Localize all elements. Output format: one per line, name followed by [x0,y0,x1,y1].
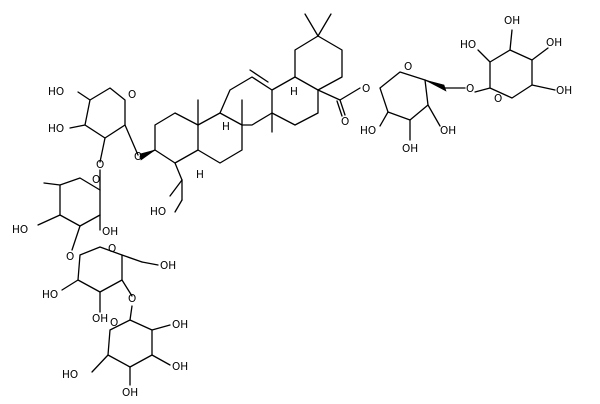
label-oh-xyl-top: HO [48,86,64,98]
label-o-rha-ring: O [92,174,100,186]
label-oh-glc1-ch2: OH [160,260,176,272]
label-o-glc3-ring: O [404,61,412,73]
label-oh-glc2-c: OH [122,387,138,399]
label-o-ester: O [362,83,370,95]
label-o-rha-link: O [96,159,104,171]
label-oh-rha: OH [102,226,118,238]
label-oh-glc4-ch2: OH [556,85,572,97]
label-h-c9: H [222,121,230,133]
label-o-glc1-link: O [66,251,74,263]
label-o-glc1-ring: O [108,243,116,255]
label-oh-glc4-a: OH [504,15,520,27]
label-oh-glc3-a: OH [402,143,418,155]
label-oh-glc1-low: OH [92,313,108,325]
label-ho-glc1: HO [42,289,58,301]
label-h-c18: H [290,86,298,98]
label-o-xyl-link: O [134,151,142,163]
label-oh-glc4-b: OH [546,37,562,49]
label-ho-glc4: HO [460,39,476,51]
label-oh-glc2-a: OH [172,319,188,331]
label-o-ester-c: O [341,116,349,128]
stereo-wedges [139,79,447,161]
label-ho-glc3-a: HO [360,125,376,137]
label-ho-c23: HO [150,206,166,218]
label-o-glc1-glc2: O [128,293,136,305]
label-oh-xyl-mid: HO [48,123,64,135]
label-o-xyl-ring: O [128,89,136,101]
label-o-glc4-ring: O [494,93,502,105]
label-oh-glc2-b: OH [172,361,188,373]
label-ho-glc2-ch2: HO [62,369,78,381]
bond-lines [37,13,556,386]
label-o-glc2-ring: O [110,317,118,329]
label-ho-rha: HO [12,224,28,236]
label-oh-glc3-b: OH [440,125,456,137]
label-h-c5: H [196,169,204,181]
label-o-glc3-link: O [466,83,474,95]
atom-labels: HO HO O O O O HO OH O O OH HO OH O O OH … [12,15,572,399]
